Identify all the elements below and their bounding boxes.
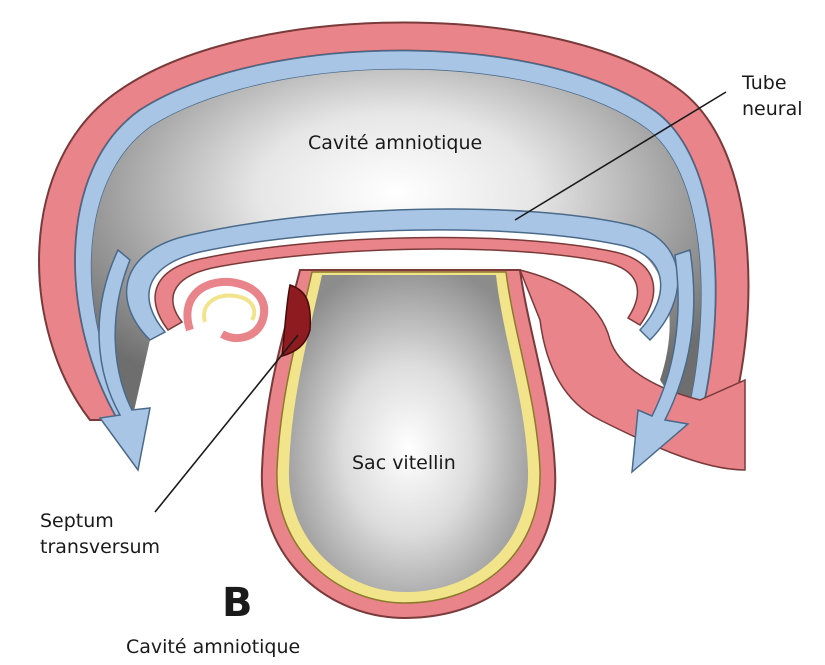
- yolk-sac-cavity: [289, 275, 528, 592]
- head-fold-inner: [204, 296, 254, 322]
- panel-letter: B: [222, 580, 253, 626]
- label-neural-tube-line2: neural: [742, 98, 803, 121]
- label-amniotic-cavity-bottom: Cavité amniotique: [126, 636, 300, 659]
- label-septum-line1: Septum: [40, 510, 114, 533]
- label-amniotic-cavity-top: Cavité amniotique: [308, 132, 482, 155]
- label-neural-tube-line1: Tube: [742, 72, 787, 95]
- label-yolk-sac: Sac vitellin: [352, 452, 456, 475]
- label-septum-line2: transversum: [40, 536, 160, 559]
